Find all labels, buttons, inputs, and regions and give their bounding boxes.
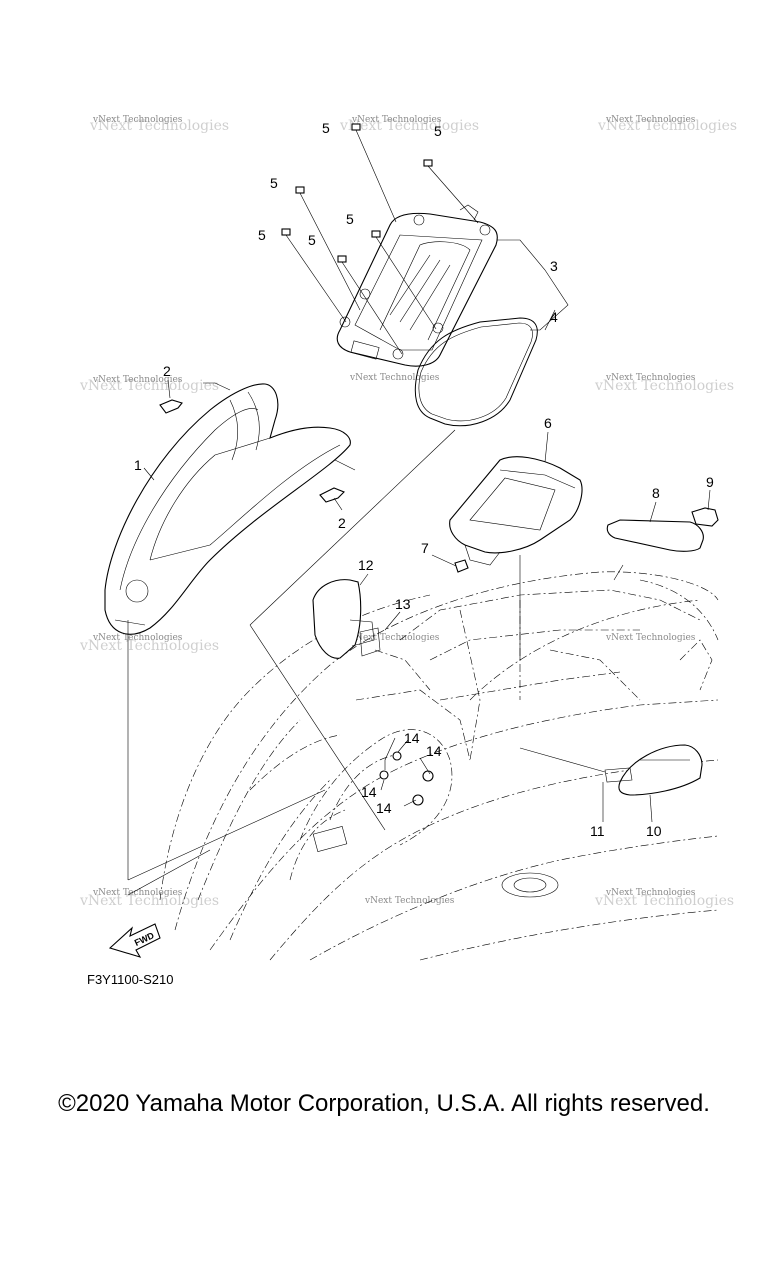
part-9-clip	[691, 507, 719, 527]
part-3-storage-frame	[336, 204, 498, 367]
part-8-panel	[606, 519, 704, 552]
watermark: vNext Technologies	[605, 373, 696, 383]
part-6-cover	[449, 456, 583, 566]
callout-13: 13	[395, 596, 411, 612]
copyright-notice: ©2020 Yamaha Motor Corporation, U.S.A. A…	[58, 1090, 710, 1117]
callout-1: 1	[134, 457, 142, 473]
watermark: vNext Technologies	[605, 115, 696, 125]
callout-5: 5	[434, 123, 442, 139]
callout-5: 5	[258, 227, 266, 243]
callouts: 1 2 2 3 4 5 5 5 5 5 5 6 7 8 9 10 11 12 1…	[134, 120, 714, 839]
watermark: vNext Technologies	[92, 115, 183, 125]
leader-lines	[127, 239, 711, 896]
callout-14: 14	[361, 784, 377, 800]
watermark: vNext Technologies	[364, 896, 455, 906]
part-12-mirror-left	[312, 579, 375, 659]
callout-10: 10	[646, 823, 662, 839]
watermark: vNext Technologies	[349, 633, 440, 643]
watermark: vNext Technologies	[605, 888, 696, 898]
watermarks: vNext Technologies vNext Technologies vN…	[79, 115, 737, 909]
watermark-shadow: vNext Technologies	[89, 118, 229, 134]
part-1-front-hood	[104, 383, 351, 635]
watermark: vNext Technologies	[605, 633, 696, 643]
watermark-shadow: vNext Technologies	[79, 378, 219, 394]
part-11-gasket	[604, 767, 633, 783]
watermark-shadow: vNext Technologies	[79, 638, 219, 654]
part-4-seal	[414, 317, 538, 427]
watermark: vNext Technologies	[92, 375, 183, 385]
callout-14: 14	[426, 743, 442, 759]
watermark: vNext Technologies	[351, 115, 442, 125]
callout-8: 8	[652, 485, 660, 501]
watermark-shadow: vNext Technologies	[597, 118, 737, 134]
callout-5: 5	[322, 120, 330, 136]
callout-14: 14	[376, 800, 392, 816]
watermark-shadow: vNext Technologies	[594, 378, 734, 394]
part-14-nuts	[379, 751, 434, 806]
watermark-shadow: vNext Technologies	[339, 118, 479, 134]
callout-9: 9	[706, 474, 714, 490]
hull-outline	[159, 571, 719, 961]
callout-12: 12	[358, 557, 374, 573]
callout-14: 14	[404, 730, 420, 746]
callout-7: 7	[421, 540, 429, 556]
callout-11: 11	[590, 823, 605, 839]
diagram-code: F3Y1100-S210	[87, 972, 174, 987]
part-2-clips	[159, 399, 345, 503]
watermark-shadow: vNext Technologies	[594, 893, 734, 909]
part-5-bolts	[281, 123, 491, 360]
watermark-shadow: vNext Technologies	[79, 893, 219, 909]
callout-5: 5	[346, 211, 354, 227]
callout-5: 5	[308, 232, 316, 248]
part-13-gasket	[359, 627, 381, 657]
callout-4: 4	[550, 309, 558, 325]
parts-diagram: vNext Technologies vNext Technologies vN…	[79, 115, 737, 961]
watermark: vNext Technologies	[92, 633, 183, 643]
callout-3: 3	[550, 258, 558, 274]
part-7-grommet	[454, 559, 469, 573]
watermark: vNext Technologies	[92, 888, 183, 898]
callout-5: 5	[270, 175, 278, 191]
callout-6: 6	[544, 415, 552, 431]
callout-2: 2	[338, 515, 346, 531]
callout-2: 2	[163, 363, 171, 379]
fwd-arrow-icon: FWD	[108, 923, 161, 958]
watermark: vNext Technologies	[349, 373, 440, 383]
part-10-mirror-right	[618, 744, 703, 796]
